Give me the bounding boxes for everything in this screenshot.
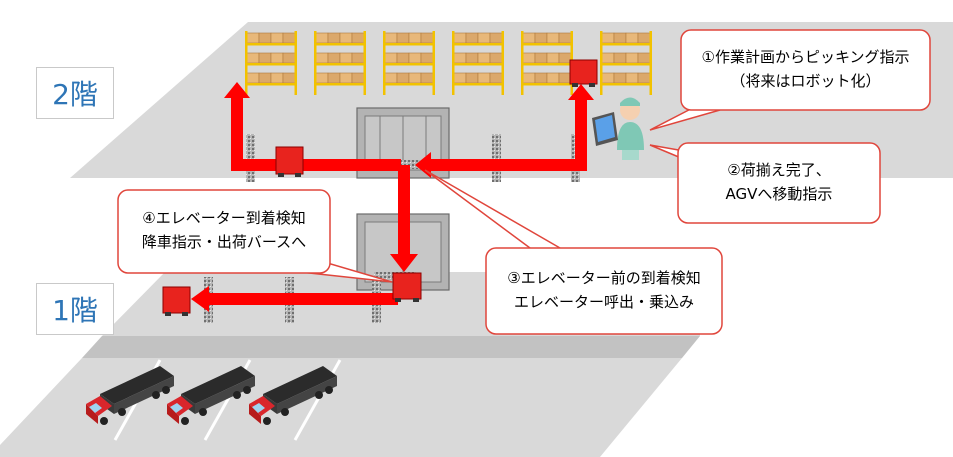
callout-1-line-2: （将来はロボット化） bbox=[730, 72, 881, 90]
callout-box-2 bbox=[677, 142, 881, 224]
floor-label-2f: 2階 bbox=[36, 67, 114, 119]
rack-4 bbox=[452, 27, 504, 95]
callout-boxes bbox=[117, 29, 931, 335]
rack-2 bbox=[314, 27, 366, 95]
callout-3-text: ③エレベーター前の到着検知 エレベーター呼出・乗込み bbox=[486, 266, 722, 314]
callout-box-1 bbox=[680, 29, 931, 111]
callout-3-line-2: エレベーター呼出・乗込み bbox=[513, 293, 694, 311]
agv-2f-rack bbox=[569, 59, 598, 87]
callout-4-line-2: 降車指示・出荷バースへ bbox=[141, 233, 307, 251]
callout-4-text: ④エレベーター到着検知 降車指示・出荷バースへ bbox=[118, 206, 330, 254]
callout-2-line-1: ②荷揃え完了、 bbox=[727, 161, 831, 179]
agv-1f-left bbox=[162, 286, 191, 316]
callout-1-line-1: ①作業計画からピッキング指示 bbox=[701, 48, 910, 66]
arrow-head-down bbox=[390, 254, 418, 272]
callout-1-text: ①作業計画からピッキング指示 （将来はロボット化） bbox=[681, 45, 930, 93]
arrow-head-left-1f bbox=[191, 286, 209, 312]
callout-3-line-1: ③エレベーター前の到着検知 bbox=[507, 269, 701, 287]
agv-units bbox=[162, 59, 598, 316]
callout-4-line-1: ④エレベーター到着検知 bbox=[142, 209, 306, 227]
agv-elevator bbox=[392, 272, 422, 302]
rack-3 bbox=[383, 27, 435, 95]
callout-box-4 bbox=[117, 189, 331, 274]
rack-6 bbox=[600, 27, 652, 95]
callout-box-3 bbox=[485, 247, 723, 335]
callout-2-line-2: AGVへ移動指示 bbox=[725, 185, 833, 203]
agv-2f-left bbox=[275, 146, 304, 177]
floor-label-1f: 1階 bbox=[36, 283, 114, 335]
arrow-head-up-left bbox=[224, 82, 250, 98]
rack-5 bbox=[521, 27, 573, 95]
rack-1 bbox=[245, 27, 297, 95]
arrow-head-up-right bbox=[568, 84, 594, 100]
callout-2-text: ②荷揃え完了、 AGVへ移動指示 bbox=[678, 158, 880, 206]
worker-with-tablet-icon bbox=[592, 97, 644, 160]
